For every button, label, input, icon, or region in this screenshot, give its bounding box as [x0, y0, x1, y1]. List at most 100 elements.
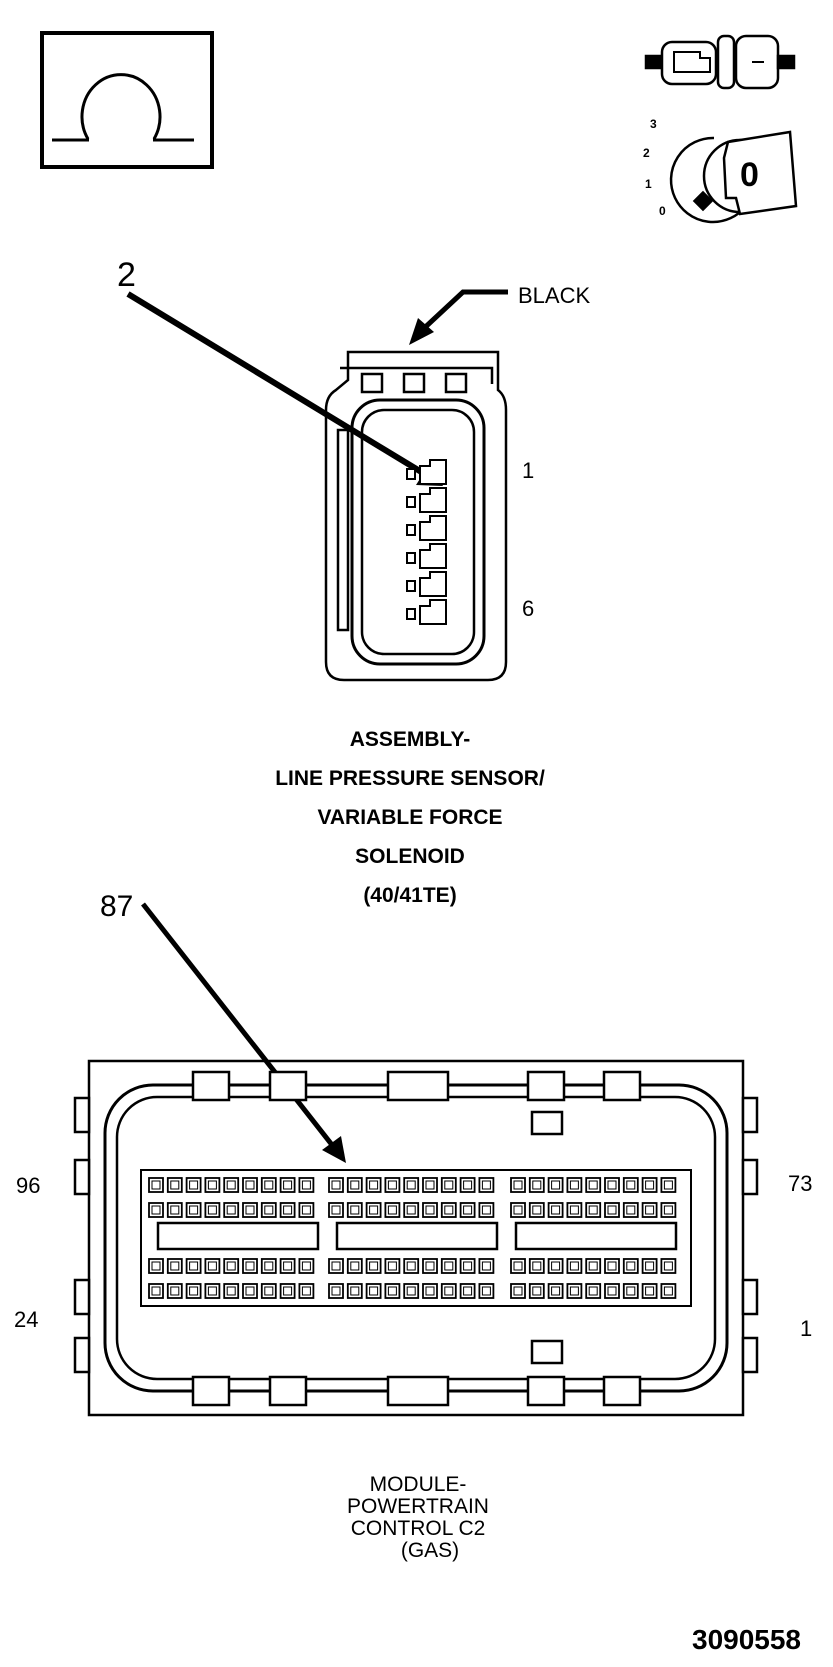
ignition-position-3: 3: [650, 117, 657, 131]
pcm-pin-cavity: [422, 1202, 438, 1218]
pcm-pin-cavity: [528, 1177, 545, 1193]
pcm-pin-cavity: [528, 1283, 545, 1299]
sensor-pin-cavity: [406, 487, 447, 513]
pcm-pin-cavity: [328, 1177, 344, 1193]
pcm-pin-cavity: [365, 1177, 382, 1193]
pcm-pin-cavity: [422, 1258, 438, 1274]
sensor-title-line-4: SOLENOID: [355, 845, 465, 868]
pcm-pin-cavity: [223, 1283, 240, 1299]
figure-id: 3090558: [692, 1624, 802, 1655]
sensor-title-line-1: ASSEMBLY-: [349, 728, 471, 751]
pcm-title-line-2: POWERTRAIN: [347, 1495, 489, 1518]
connector-disconnect-icon: [644, 34, 796, 90]
omega-icon: [40, 31, 214, 169]
sensor-callout-pin: 2: [117, 256, 136, 294]
pcm-pin-cavity: [242, 1258, 258, 1274]
pcm-connector: [73, 1059, 759, 1417]
pcm-pin-cavity: [328, 1283, 344, 1299]
pcm-pin-cavity: [365, 1202, 382, 1218]
pcm-pin-cavity: [204, 1258, 221, 1274]
pcm-pin-cavity: [547, 1283, 564, 1299]
pcm-pin-cavity: [422, 1283, 438, 1299]
ignition-key-icon: [669, 130, 798, 224]
sensor-pin-cavity: [406, 515, 447, 541]
pcm-pin-cavity: [510, 1283, 526, 1299]
pcm-pin-cavity: [148, 1258, 164, 1274]
pcm-pin-cavity: [440, 1283, 457, 1299]
pcm-pin-cavity: [346, 1258, 363, 1274]
pcm-pin-cavity: [641, 1202, 658, 1218]
sensor-title-line-5: (40/41TE): [363, 884, 457, 907]
pcm-pin-cavity: [547, 1258, 564, 1274]
pcm-pin-cavity: [328, 1202, 344, 1218]
pcm-pin-cavity: [384, 1283, 401, 1299]
pcm-pin-cavity: [328, 1258, 344, 1274]
sensor-pin-cavity: [406, 599, 447, 625]
pcm-pin-cavity: [260, 1283, 277, 1299]
pin-2-callout-arrow: [126, 291, 443, 486]
pcm-pin-cavity: [478, 1202, 495, 1218]
sensor-pin-row-group: [406, 459, 447, 625]
pcm-pin-cavity: [478, 1258, 495, 1274]
pcm-pin-cavity: [166, 1283, 183, 1299]
pcm-pin-cavity: [660, 1283, 677, 1299]
pcm-pin-cavity: [440, 1202, 457, 1218]
pcm-pin-cavity: [223, 1258, 240, 1274]
sensor-title-line-2: LINE PRESSURE SENSOR/: [275, 767, 545, 790]
pcm-pin-cavity: [641, 1177, 658, 1193]
pcm-pin-bottom-left-label: 24: [14, 1307, 39, 1332]
pcm-pin-cavity: [148, 1177, 164, 1193]
pcm-pin-cavity: [260, 1202, 277, 1218]
pcm-pin-cavity: [279, 1202, 296, 1218]
pcm-pin-cavity: [346, 1177, 363, 1193]
pcm-pin-cavity: [585, 1258, 602, 1274]
pcm-pin-cavity: [298, 1202, 315, 1218]
pcm-pin-cavity: [298, 1177, 315, 1193]
pcm-pin-cavity: [166, 1258, 183, 1274]
pcm-pin-cavity: [260, 1177, 277, 1193]
pcm-pin-cavity: [604, 1283, 620, 1299]
pcm-pin-cavity: [660, 1202, 677, 1218]
sensor-pin-cavity: [406, 459, 447, 485]
pcm-callout-pin: 87: [100, 890, 134, 923]
pcm-pin-cavity: [403, 1177, 420, 1193]
pcm-pin-cavity: [166, 1202, 183, 1218]
pcm-pin-cavity: [459, 1177, 476, 1193]
pcm-pin-cavity: [148, 1283, 164, 1299]
pcm-pin-bottom-right-label: 1: [800, 1316, 813, 1341]
pcm-pin-cavity: [204, 1283, 221, 1299]
pcm-pin-cavity: [622, 1177, 639, 1193]
pcm-pin-cavity: [298, 1258, 315, 1274]
pcm-pin-cavity: [204, 1177, 221, 1193]
pcm-pin-cavity: [641, 1258, 658, 1274]
ignition-position-1: 1: [645, 177, 652, 191]
pcm-pin-cavity: [528, 1258, 545, 1274]
sensor-color-label: BLACK: [518, 283, 591, 308]
pcm-pin-cavity: [566, 1258, 583, 1274]
pcm-pin-cavity: [346, 1283, 363, 1299]
pcm-pin-cavity: [166, 1177, 183, 1193]
pcm-pin-cavity: [585, 1177, 602, 1193]
pcm-pin-grid-group: [148, 1177, 677, 1299]
pcm-pin-cavity: [403, 1258, 420, 1274]
pcm-pin-cavity: [510, 1202, 526, 1218]
pcm-pin-cavity: [185, 1202, 202, 1218]
pcm-pin-cavity: [298, 1283, 315, 1299]
pcm-pin-cavity: [604, 1202, 620, 1218]
pcm-pin-cavity: [641, 1283, 658, 1299]
sensor-pin-cavity: [406, 543, 447, 569]
pcm-pin-top-left-label: 96: [16, 1173, 41, 1198]
sensor-pin-cavity: [406, 571, 447, 597]
pcm-pin-cavity: [622, 1283, 639, 1299]
pcm-pin-cavity: [204, 1202, 221, 1218]
pcm-pin-cavity: [528, 1202, 545, 1218]
pcm-title-line-1: MODULE-: [369, 1473, 467, 1496]
pcm-pin-cavity: [242, 1202, 258, 1218]
pcm-pin-cavity: [185, 1177, 202, 1193]
pcm-pin-cavity: [622, 1202, 639, 1218]
pcm-pin-cavity: [440, 1258, 457, 1274]
pcm-pin-cavity: [604, 1177, 620, 1193]
pcm-pin-cavity: [459, 1258, 476, 1274]
pcm-pin-cavity: [185, 1283, 202, 1299]
